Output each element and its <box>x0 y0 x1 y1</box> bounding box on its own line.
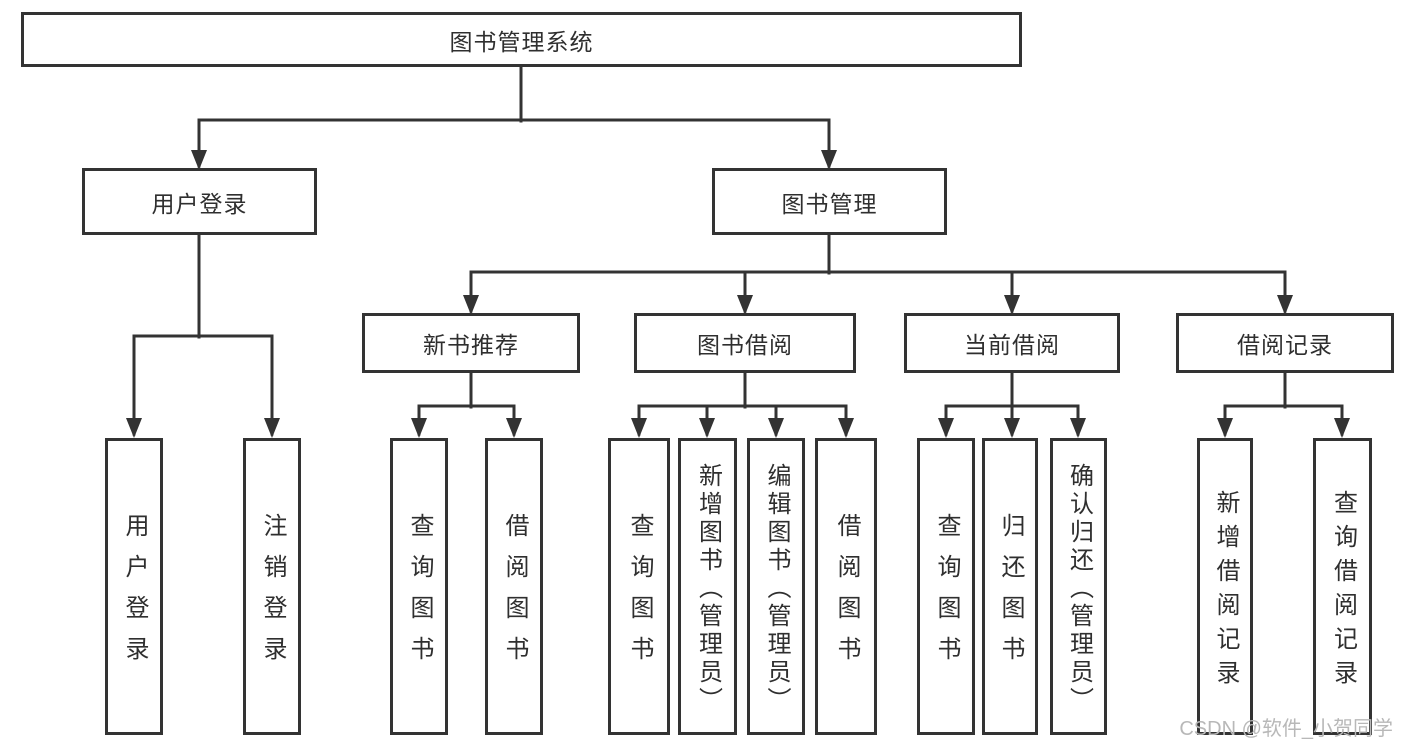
leaf-nb-borrow-books: 借阅图书 <box>485 438 543 735</box>
leaf-cb-confirm-return: 确认归还（管理员） <box>1050 438 1107 735</box>
leaf-nb-query-books-label: 查询图书 <box>406 513 433 677</box>
node-book-management: 图书管理 <box>712 168 947 235</box>
leaf-cb-query-books-label: 查询图书 <box>933 513 960 677</box>
node-current-borrow-label: 当前借阅 <box>964 332 1060 358</box>
leaf-user-login-label: 用户登录 <box>121 513 148 677</box>
leaf-bb-add-books-label: 新增图书（管理员） <box>694 462 722 715</box>
leaf-bb-query-books: 查询图书 <box>608 438 670 735</box>
node-new-book-recommend: 新书推荐 <box>362 313 580 373</box>
leaf-bb-query-books-label: 查询图书 <box>626 513 653 677</box>
leaf-logout: 注销登录 <box>243 438 301 735</box>
leaf-logout-label: 注销登录 <box>259 513 286 677</box>
node-borrow-records: 借阅记录 <box>1176 313 1394 373</box>
node-book-borrow-label: 图书借阅 <box>697 332 793 358</box>
leaf-bb-edit-books: 编辑图书（管理员） <box>747 438 805 735</box>
leaf-br-query-record: 查询借阅记录 <box>1313 438 1372 735</box>
node-new-book-recommend-label: 新书推荐 <box>423 332 519 358</box>
leaf-bb-borrow-books-label: 借阅图书 <box>833 513 860 677</box>
node-user-login: 用户登录 <box>82 168 317 235</box>
node-current-borrow: 当前借阅 <box>904 313 1120 373</box>
root-label: 图书管理系统 <box>449 28 594 55</box>
leaf-br-query-record-label: 查询借阅记录 <box>1329 489 1357 694</box>
leaf-cb-return-books: 归还图书 <box>982 438 1038 735</box>
node-library-management-system: 图书管理系统 <box>21 12 1022 67</box>
leaf-br-add-record-label: 新增借阅记录 <box>1212 489 1239 694</box>
leaf-bb-edit-books-label: 编辑图书（管理员） <box>763 462 790 715</box>
leaf-nb-query-books: 查询图书 <box>390 438 448 735</box>
csdn-watermark: CSDN @软件_小贺同学 <box>1179 718 1393 740</box>
leaf-br-add-record: 新增借阅记录 <box>1197 438 1253 735</box>
leaf-bb-add-books: 新增图书（管理员） <box>678 438 737 735</box>
leaf-user-login: 用户登录 <box>105 438 163 735</box>
leaf-bb-borrow-books: 借阅图书 <box>815 438 877 735</box>
leaf-cb-query-books: 查询图书 <box>917 438 975 735</box>
node-user-login-label: 用户登录 <box>151 190 248 217</box>
node-book-borrow: 图书借阅 <box>634 313 856 373</box>
leaf-cb-confirm-return-label: 确认归还（管理员） <box>1065 462 1093 715</box>
node-book-management-label: 图书管理 <box>781 190 878 217</box>
node-borrow-records-label: 借阅记录 <box>1237 332 1333 358</box>
leaf-nb-borrow-books-label: 借阅图书 <box>501 513 528 677</box>
leaf-cb-return-books-label: 归还图书 <box>997 513 1024 677</box>
